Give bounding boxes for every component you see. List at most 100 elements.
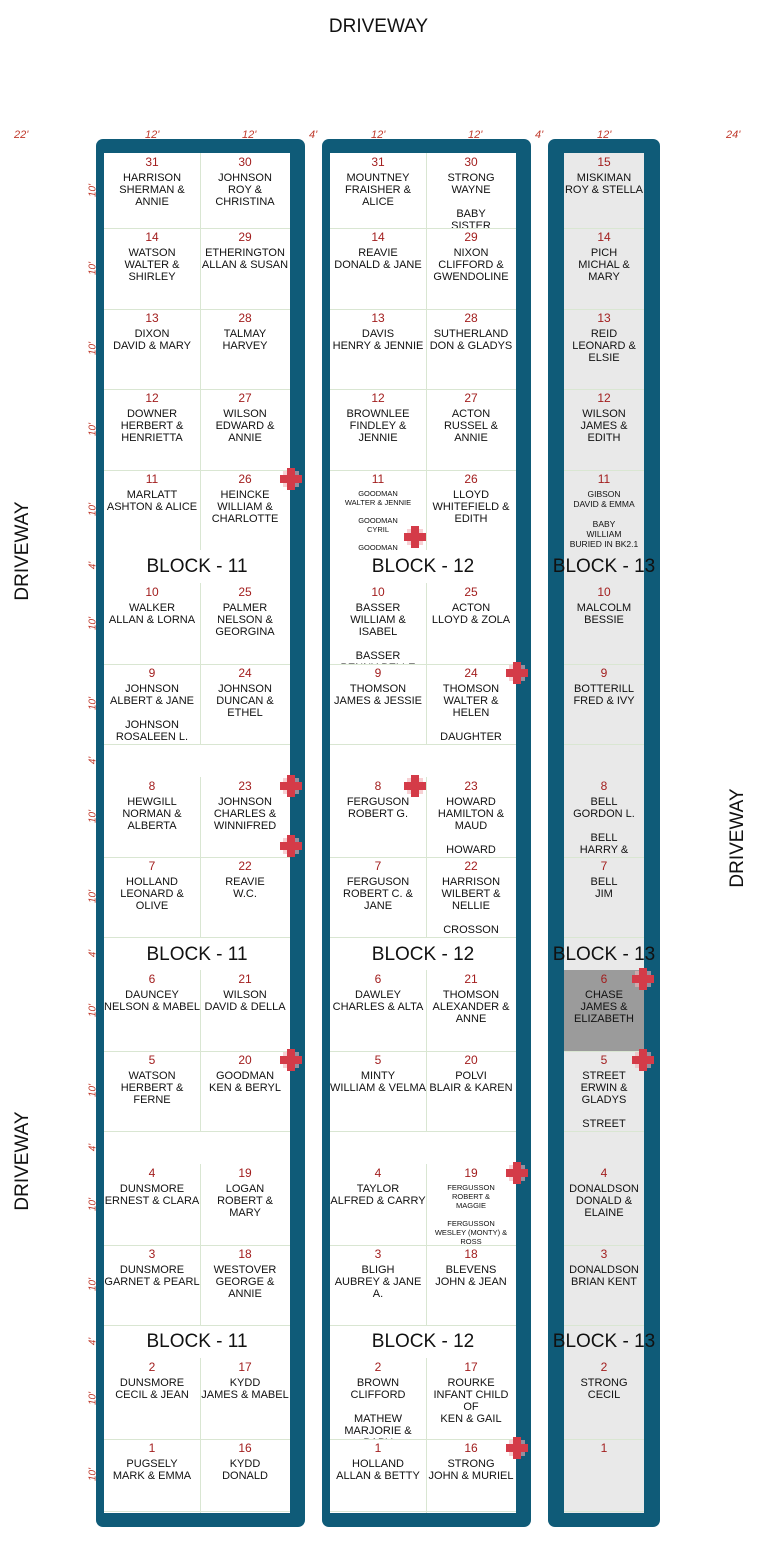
- plot-number: 2: [148, 1360, 156, 1374]
- plot-occupants: TALMAY HARVEY: [222, 328, 268, 352]
- cross-marker-icon: [632, 968, 654, 990]
- plot-number: 7: [374, 859, 382, 873]
- plot-number: 3: [374, 1247, 382, 1261]
- plot-row-divider: [426, 1245, 516, 1246]
- plot-row-divider: [330, 1439, 426, 1440]
- dimension-left: 22': [14, 129, 29, 141]
- plot-row-divider: [564, 1131, 644, 1132]
- plot-b13-1[interactable]: 1: [564, 1439, 644, 1511]
- plot-number: 8: [148, 779, 156, 793]
- plot-number: 5: [600, 1053, 608, 1067]
- plot-number: 16: [464, 1441, 478, 1455]
- plot-number: 28: [238, 311, 252, 325]
- plot-row-divider: [200, 857, 290, 858]
- driveway-label-right: DRIVEWAY: [727, 788, 748, 888]
- plot-row-divider: [564, 744, 644, 745]
- plot-occupants: LLOYD WHITEFIELD & EDITH: [432, 489, 510, 525]
- plot-number: 1: [600, 1441, 608, 1455]
- plot-row-divider: [104, 664, 200, 665]
- plot-occupants: MINTY WILLIAM & VELMA: [330, 1070, 426, 1094]
- plot-number: 10: [597, 585, 611, 599]
- plot-row-divider: [564, 228, 644, 229]
- dimension-gap-1: 4': [309, 129, 318, 141]
- plot-row-divider: [200, 1245, 290, 1246]
- plot-number: 22: [238, 859, 252, 873]
